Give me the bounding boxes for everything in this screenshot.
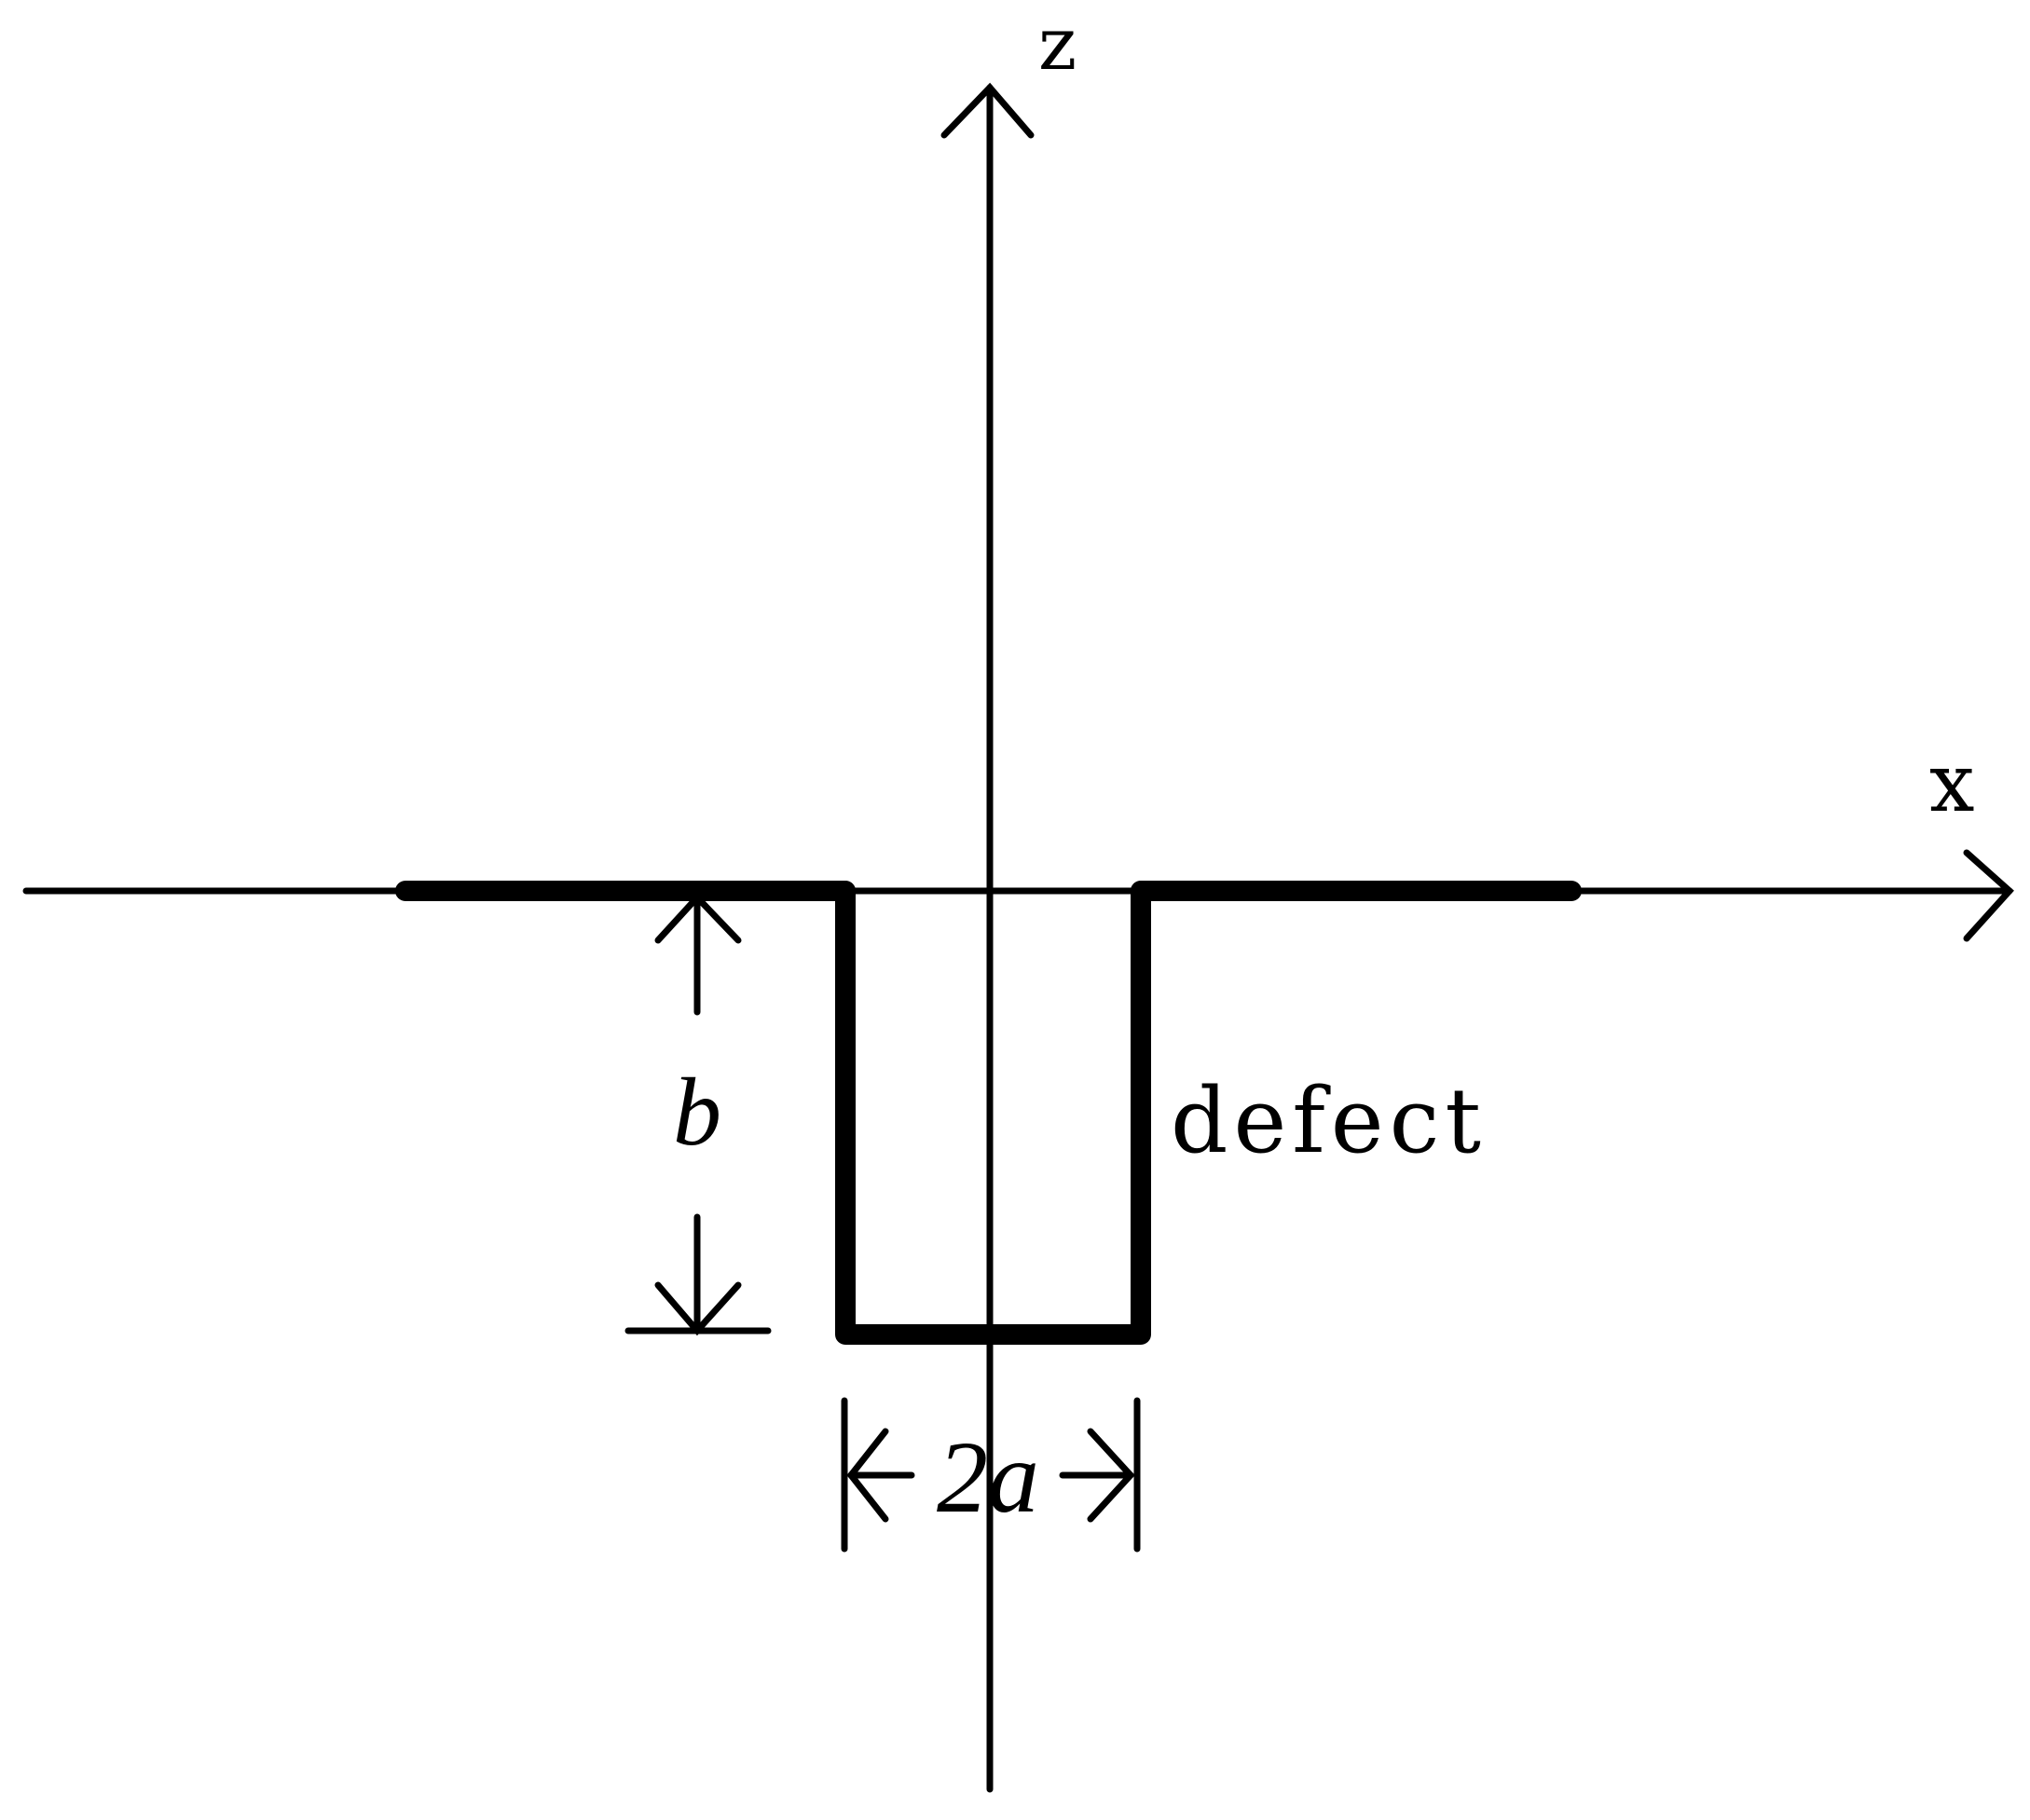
- width-left-arrowhead: [846, 1428, 889, 1523]
- width-label: 2a: [937, 1420, 1039, 1534]
- z-axis: [940, 82, 1035, 1793]
- depth-dimension: [624, 892, 772, 1336]
- width-dimension: [841, 1397, 1141, 1553]
- x-axis-label: x: [1929, 737, 1975, 830]
- z-axis-label: z: [1038, 3, 1077, 87]
- x-axis-arrowhead: [1963, 849, 2014, 942]
- depth-label: b: [673, 1059, 721, 1166]
- x-axis: [22, 849, 2014, 942]
- width-right-arrowhead: [1087, 1428, 1135, 1523]
- surface-profile: [395, 881, 1582, 1345]
- defect-notch: [835, 881, 1151, 1345]
- defect-label: defect: [1171, 1069, 1487, 1173]
- depth-upper-arrowhead: [654, 892, 742, 944]
- z-axis-arrowhead: [940, 82, 1035, 139]
